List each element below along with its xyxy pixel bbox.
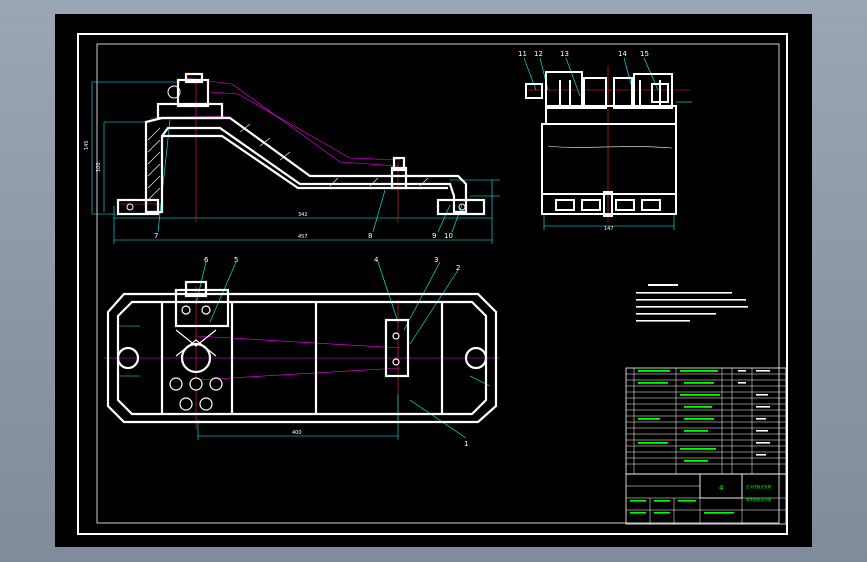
plan-view: 400 6 5 4 3 2 1	[104, 256, 500, 448]
side-view: 147 11 12 13 14 15	[518, 50, 692, 232]
balloon-12: 12	[534, 50, 543, 58]
balloon-15: 15	[640, 50, 649, 58]
front-view: 145 100 342 457 7 8 9 10	[84, 72, 500, 244]
balloon-2: 2	[456, 264, 460, 272]
scale-value: 4	[719, 484, 724, 492]
balloon-9: 9	[432, 232, 436, 240]
balloon-10: 10	[444, 232, 453, 240]
technical-notes	[636, 284, 748, 322]
dim-front-height: 145	[84, 140, 90, 150]
balloon-5: 5	[234, 256, 238, 264]
balloon-11: 11	[518, 50, 527, 58]
balloon-13: 13	[560, 50, 569, 58]
drawing-subtitle: 零件图纸设计图	[746, 497, 772, 502]
dim-front-overall-width: 457	[298, 234, 308, 240]
balloon-7: 7	[154, 232, 158, 240]
inner-frame	[96, 43, 780, 524]
balloon-4: 4	[374, 256, 379, 264]
balloon-14: 14	[618, 50, 627, 58]
dim-plan-width: 400	[292, 430, 302, 436]
cad-viewport[interactable]: 145 100 342 457 7 8 9 10	[55, 14, 812, 547]
dim-side-width: 147	[604, 226, 614, 232]
dim-front-inner-width: 342	[298, 212, 308, 218]
balloon-1: 1	[464, 440, 468, 448]
balloon-8: 8	[368, 232, 372, 240]
outer-frame	[77, 33, 788, 535]
drawing-title: 正中压板式夹具	[746, 484, 772, 489]
dim-front-inner-height: 100	[96, 162, 102, 172]
balloon-3: 3	[434, 256, 438, 264]
cad-drawing: 145 100 342 457 7 8 9 10	[77, 33, 788, 535]
balloon-6: 6	[204, 256, 209, 264]
title-block: 4 正中压板式夹具 零件图纸设计图	[625, 367, 787, 525]
